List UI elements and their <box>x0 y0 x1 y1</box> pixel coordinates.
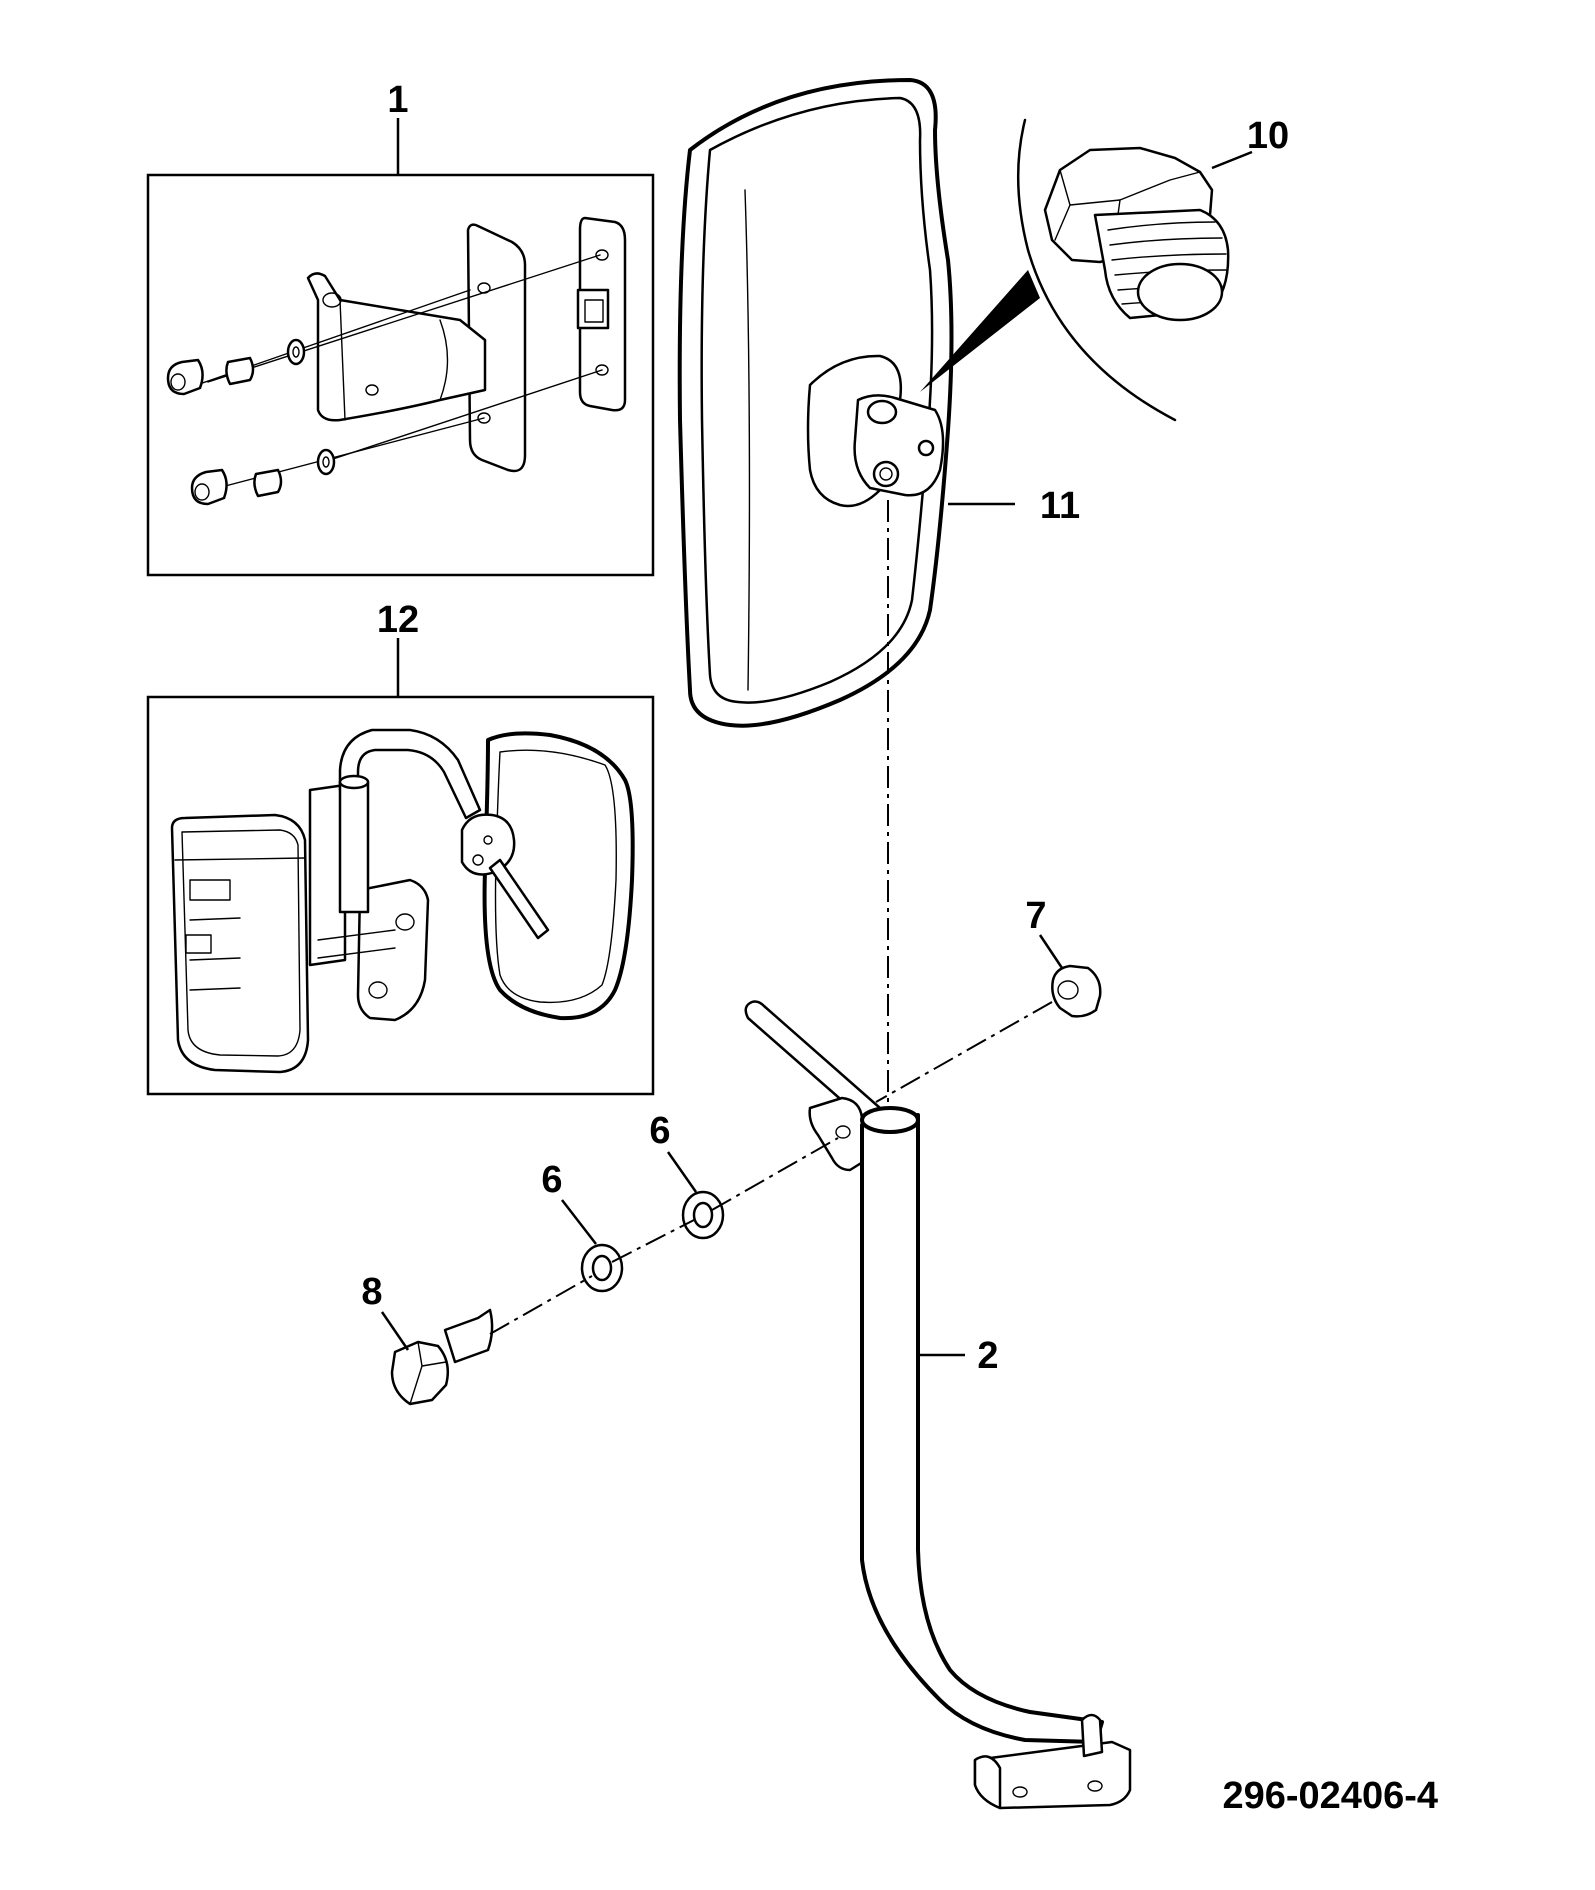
callout-11: 11 <box>1040 485 1080 527</box>
callout-8: 8 <box>361 1271 382 1313</box>
detail-view-bolt <box>1016 118 1253 422</box>
mirror-arm <box>744 1000 1132 1810</box>
callout-6-upper: 6 <box>649 1110 670 1152</box>
callout-1: 1 <box>387 79 408 121</box>
callout-10: 10 <box>1247 115 1289 157</box>
assembly-centerlines <box>489 500 1053 1335</box>
drawing-number: 296-02406-4 <box>1222 1775 1438 1817</box>
callout-7: 7 <box>1025 895 1046 937</box>
callout-6-lower: 6 <box>541 1159 562 1201</box>
inset-complete-mirror <box>146 638 655 1096</box>
callout-12: 12 <box>377 599 419 641</box>
callout-2: 2 <box>977 1335 998 1377</box>
inset-bracket-kit <box>146 118 655 577</box>
hardware <box>380 934 1102 1406</box>
mirror-head <box>677 78 1040 728</box>
